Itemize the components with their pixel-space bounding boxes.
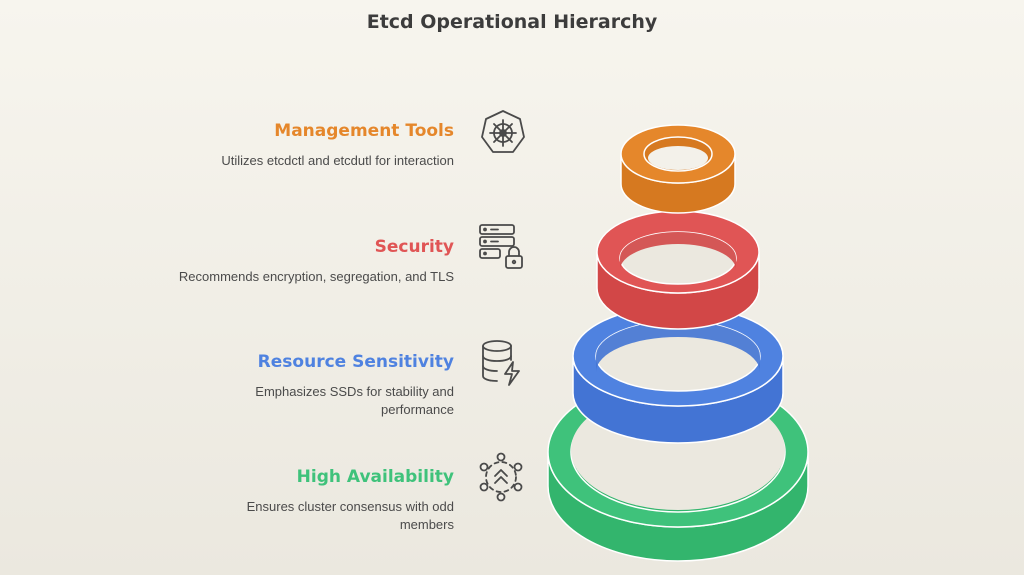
ring-resource-sensitivity bbox=[572, 305, 784, 444]
heading-resource-sensitivity: Resource Sensitivity bbox=[257, 352, 454, 372]
desc-management-tools: Utilizes etcdctl and etcdutl for interac… bbox=[221, 153, 454, 168]
heading-security: Security bbox=[374, 237, 454, 257]
server-lock-icon bbox=[476, 222, 526, 272]
heading-management-tools: Management Tools bbox=[274, 121, 454, 141]
level-security: Security Recommends encryption, segregat… bbox=[124, 236, 454, 286]
desc-resource-sensitivity: Emphasizes SSDs for stability and perfor… bbox=[255, 384, 454, 417]
level-management-tools: Management Tools Utilizes etcdctl and et… bbox=[124, 120, 454, 170]
desc-security: Recommends encryption, segregation, and … bbox=[178, 269, 454, 284]
ring-management-tools bbox=[620, 124, 736, 214]
level-resource-sensitivity: Resource Sensitivity Emphasizes SSDs for… bbox=[124, 351, 454, 419]
ring-security bbox=[596, 210, 760, 330]
level-high-availability: High Availability Ensures cluster consen… bbox=[124, 466, 454, 534]
database-bolt-icon bbox=[477, 338, 527, 388]
desc-high-availability: Ensures cluster consensus with odd membe… bbox=[246, 499, 454, 532]
diagram-title: Etcd Operational Hierarchy bbox=[366, 11, 658, 33]
network-cluster-icon bbox=[476, 452, 526, 502]
helm-wheel-icon bbox=[478, 108, 528, 158]
heading-high-availability: High Availability bbox=[296, 467, 454, 487]
